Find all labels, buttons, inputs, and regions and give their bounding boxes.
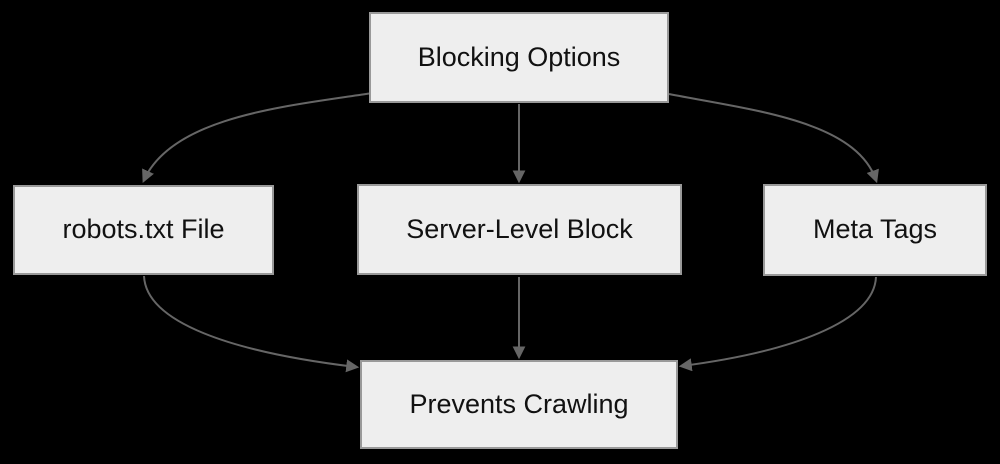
edge-meta-to-prevents — [678, 276, 877, 372]
node-prevents-crawling-label: Prevents Crawling — [409, 388, 629, 419]
node-blocking-options: Blocking Options — [369, 12, 669, 103]
node-meta-tags: Meta Tags — [763, 184, 987, 276]
node-robots-txt-file-label: robots.txt File — [62, 214, 225, 245]
edge-robots-to-prevents — [143, 275, 360, 373]
node-server-level-block-label: Server-Level Block — [406, 213, 633, 244]
node-blocking-options-label: Blocking Options — [417, 41, 621, 72]
edge-blocking-to-robots — [142, 92, 370, 183]
node-meta-tags-label: Meta Tags — [812, 214, 938, 245]
edge-blocking-to-meta — [668, 93, 879, 184]
node-prevents-crawling: Prevents Crawling — [360, 360, 678, 449]
node-server-level-block: Server-Level Block — [357, 184, 682, 275]
node-robots-txt-file: robots.txt File — [13, 185, 274, 275]
